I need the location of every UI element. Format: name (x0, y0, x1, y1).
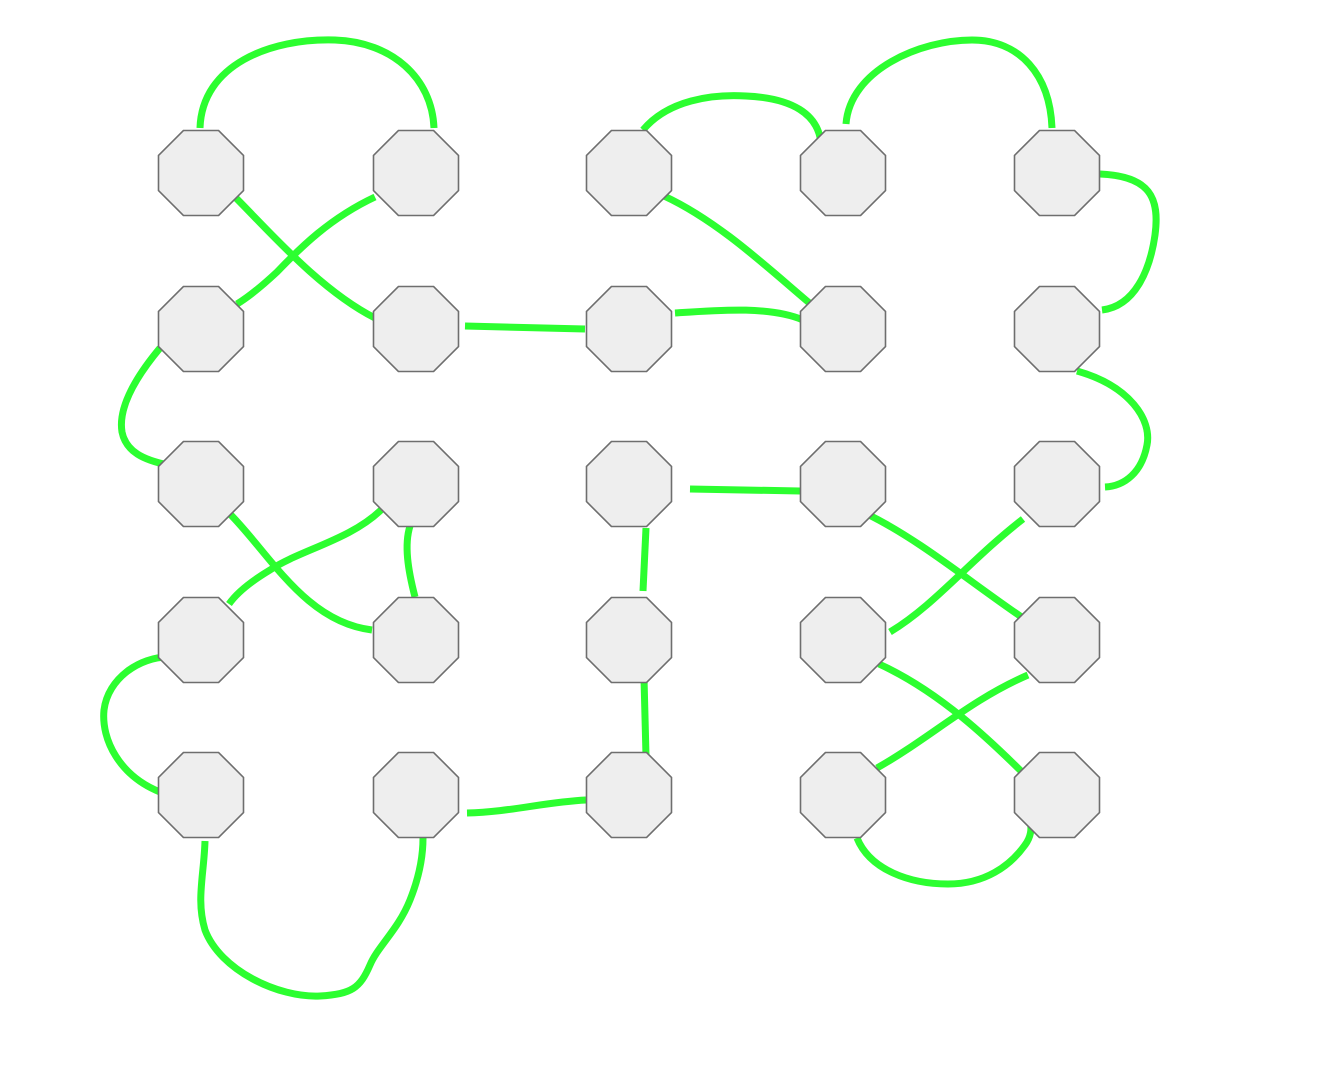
octagon-node[interactable] (372, 440, 460, 528)
rope-link (197, 837, 427, 1000)
rope-link (842, 36, 1056, 129)
rope-link (1076, 367, 1152, 491)
node-layer (157, 129, 1101, 839)
octagon-node[interactable] (157, 129, 245, 217)
rope-link (888, 516, 1026, 636)
octagon-node[interactable] (585, 596, 673, 684)
octagon-node[interactable] (372, 129, 460, 217)
octagon-node[interactable] (799, 129, 887, 217)
rope-link (100, 653, 169, 796)
rope-link (466, 796, 587, 817)
rope-link (877, 660, 1031, 781)
octagon-node[interactable] (1013, 440, 1101, 528)
octagon-node[interactable] (157, 596, 245, 684)
rope-link (639, 527, 650, 592)
link-layer (100, 36, 1160, 1000)
rope-link (117, 345, 169, 469)
octagon-node[interactable] (585, 285, 673, 373)
rope-link (875, 671, 1030, 772)
rope-link (226, 510, 373, 634)
octagon-node[interactable] (1013, 129, 1101, 217)
rope-link (853, 820, 1035, 888)
octagon-node[interactable] (372, 751, 460, 839)
rope-link (235, 193, 377, 307)
rope-link (403, 524, 419, 598)
octagon-node[interactable] (799, 596, 887, 684)
rope-link (689, 485, 801, 495)
octagon-node[interactable] (799, 440, 887, 528)
rope-link (226, 507, 384, 607)
octagon-node[interactable] (585, 440, 673, 528)
rope-link (1099, 170, 1160, 314)
rope-link (640, 92, 825, 144)
octagon-node[interactable] (157, 751, 245, 839)
octagon-node[interactable] (799, 285, 887, 373)
octagon-node[interactable] (585, 129, 673, 217)
octagon-node[interactable] (1013, 751, 1101, 839)
rope-link (464, 322, 586, 333)
octagon-node[interactable] (585, 751, 673, 839)
rope-link (196, 36, 438, 129)
octagon-node[interactable] (372, 285, 460, 373)
octagon-node[interactable] (799, 751, 887, 839)
rope-link (662, 192, 816, 309)
rope-link (674, 306, 805, 324)
octagon-node[interactable] (157, 440, 245, 528)
rope-link (865, 510, 1025, 621)
octagon-node[interactable] (1013, 596, 1101, 684)
rope-link (640, 677, 650, 757)
rope-link (232, 194, 377, 322)
octagon-node[interactable] (157, 285, 245, 373)
octagon-node[interactable] (1013, 285, 1101, 373)
octagon-node[interactable] (372, 596, 460, 684)
